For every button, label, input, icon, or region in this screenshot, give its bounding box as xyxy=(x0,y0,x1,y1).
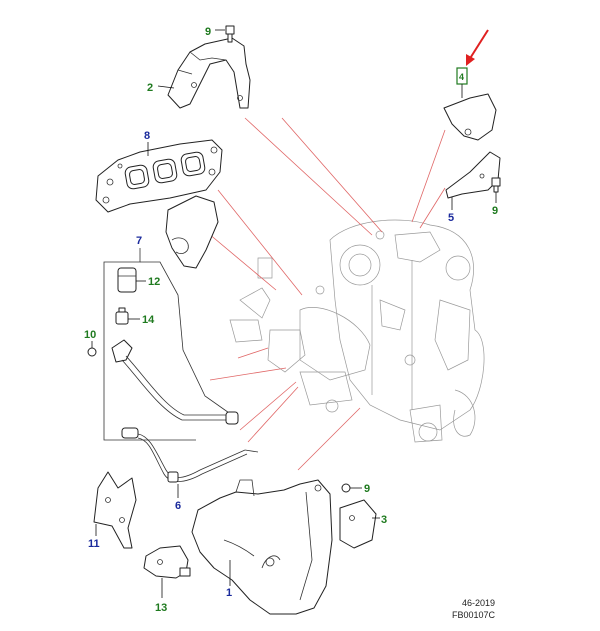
callout-13: 13 xyxy=(155,602,167,614)
engine-assembly xyxy=(229,219,485,443)
bolt-9-top xyxy=(225,25,235,43)
callout-9-lower: 9 xyxy=(364,483,370,495)
callout-3: 3 xyxy=(381,514,387,526)
callout-1: 1 xyxy=(226,587,232,599)
bracket-13 xyxy=(143,545,191,579)
diagram-date: 46-2019 xyxy=(461,598,495,608)
fitting-14 xyxy=(115,307,129,325)
grommet-12 xyxy=(117,267,137,293)
heat-shield-lower xyxy=(191,479,333,615)
callout-9-right: 9 xyxy=(492,205,498,217)
callout-11: 11 xyxy=(88,538,100,550)
callout-12: 12 xyxy=(148,276,160,288)
turbo-heat-shield xyxy=(443,93,497,141)
manifold-heat-shield xyxy=(165,195,219,269)
engine-leader-lines xyxy=(201,117,446,471)
bracket-5 xyxy=(445,151,501,199)
sensor-cable xyxy=(121,427,259,483)
exhaust-manifold-gasket xyxy=(95,139,223,213)
pipe-assembly-frame xyxy=(103,248,233,441)
callout-4: 4 xyxy=(459,72,464,82)
callout-2: 2 xyxy=(147,82,153,94)
callout-9-top: 9 xyxy=(205,26,211,38)
callout-6: 6 xyxy=(175,500,181,512)
bolt-10 xyxy=(87,347,97,357)
heat-shield-upper xyxy=(167,37,251,109)
callout-14: 14 xyxy=(142,314,155,326)
callout-10: 10 xyxy=(84,329,96,341)
callout-5: 5 xyxy=(448,212,454,224)
diagram-code: FB00107C xyxy=(451,610,495,620)
highlight-arrow xyxy=(466,29,489,66)
bolt-9-lower xyxy=(341,483,351,493)
callout-8: 8 xyxy=(144,130,150,142)
egr-pipe xyxy=(111,339,239,425)
callout-7: 7 xyxy=(136,235,142,247)
shield-3 xyxy=(339,499,377,549)
bolt-9-right xyxy=(491,177,501,193)
bracket-11 xyxy=(93,471,137,549)
